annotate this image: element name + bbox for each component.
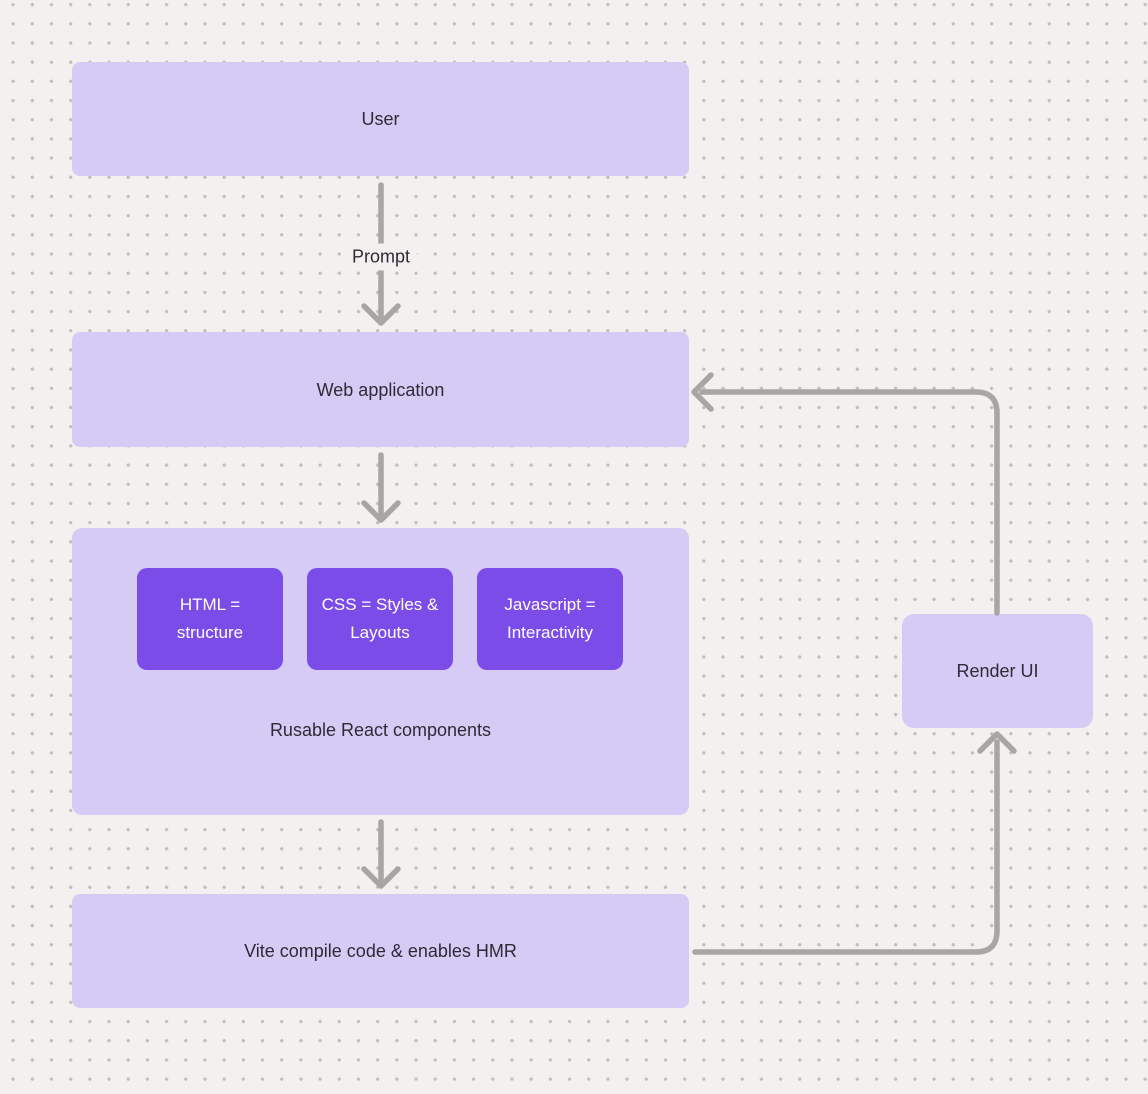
arrow-components-to-vite — [361, 819, 401, 889]
components-caption: Rusable React components — [269, 720, 492, 740]
arrow-web-application-to-components — [361, 452, 401, 523]
arrow-vite-to-render-ui — [692, 731, 1017, 955]
node-user-label: User — [361, 109, 400, 129]
chip-html-label: HTML = structure — [176, 595, 244, 642]
arrow-render-ui-to-web-application — [691, 372, 1000, 616]
chip-javascript: Javascript = Interactivity — [477, 568, 623, 670]
prompt-edge-label: Prompt — [344, 243, 418, 271]
node-user: User — [72, 62, 689, 176]
node-vite: Vite compile code & enables HMR — [72, 894, 689, 1008]
chip-javascript-label: Javascript = Interactivity — [504, 595, 596, 642]
node-render-ui: Render UI — [902, 614, 1093, 728]
node-web-application-label: Web application — [316, 379, 445, 400]
node-vite-label: Vite compile code & enables HMR — [244, 941, 517, 961]
chip-html: HTML = structure — [137, 568, 283, 670]
node-web-application: Web application — [72, 332, 689, 447]
node-components-container: HTML = structure CSS = Styles & Layouts … — [72, 528, 689, 815]
chip-css-label: CSS = Styles & Layouts — [321, 595, 439, 642]
node-render-ui-label: Render UI — [956, 661, 1039, 681]
chip-css: CSS = Styles & Layouts — [307, 568, 453, 670]
